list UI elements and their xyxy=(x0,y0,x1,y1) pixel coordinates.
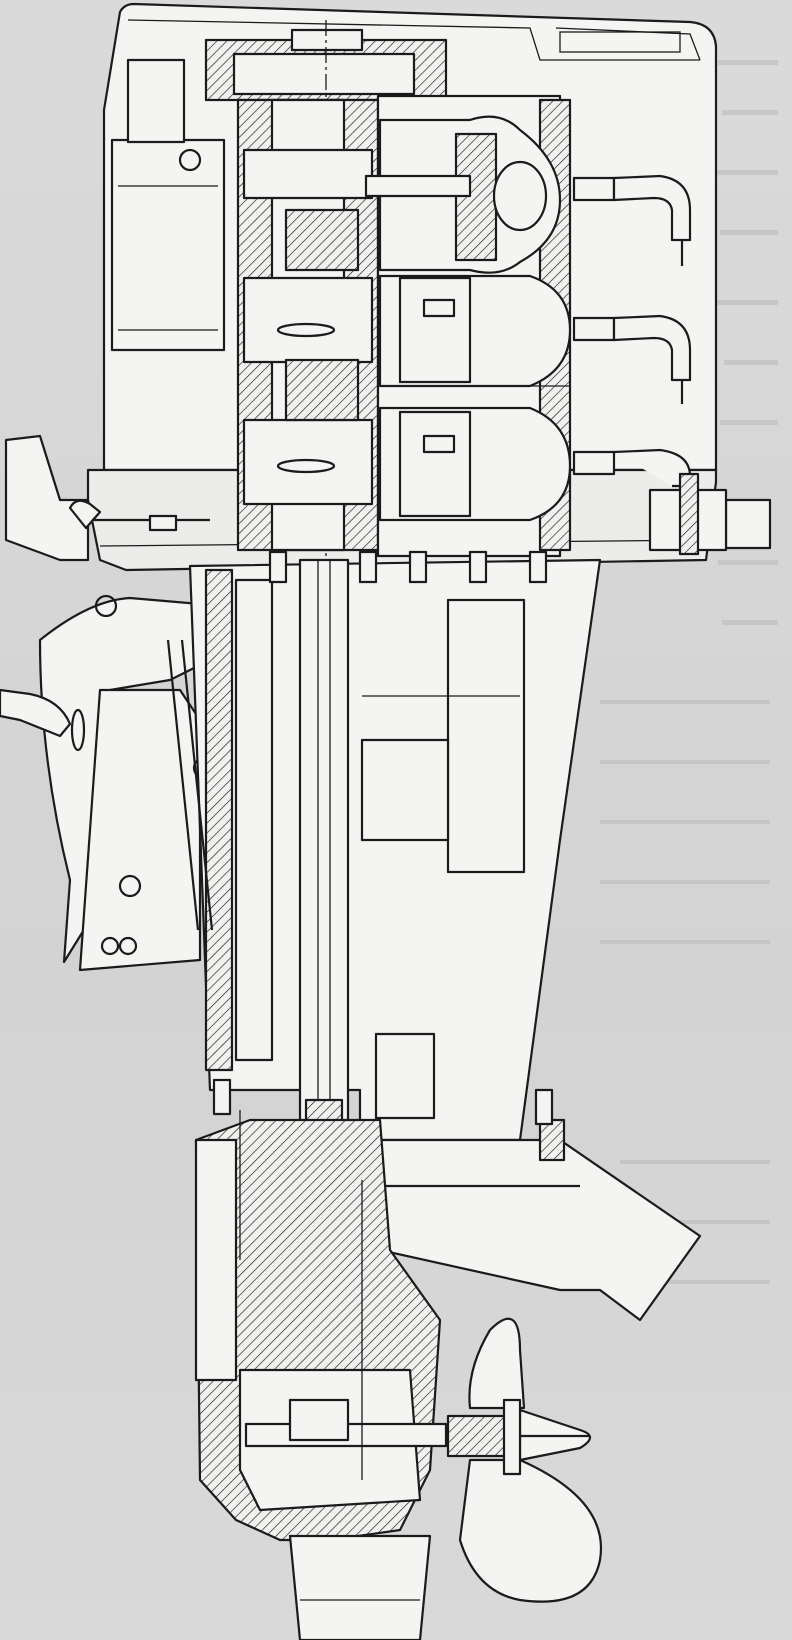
cylinder-top xyxy=(364,115,562,274)
flywheel-starter xyxy=(204,20,448,1560)
propeller xyxy=(458,1317,603,1603)
skeg xyxy=(288,1534,432,1640)
background-page-texture xyxy=(600,60,778,1284)
transom-clamp-bracket xyxy=(0,594,216,972)
rear-mount xyxy=(648,472,772,556)
exhaust-housing xyxy=(188,558,602,1142)
crankshaft xyxy=(242,148,374,506)
engine-base-bolts xyxy=(212,550,554,1126)
ignition-module xyxy=(110,58,226,352)
cylinder-bottom xyxy=(378,406,572,522)
spark-plug-cap-middle xyxy=(572,314,692,404)
anti-cavitation-plate xyxy=(358,1118,702,1322)
shift-linkage xyxy=(166,639,363,1480)
gearcase xyxy=(194,1118,520,1542)
cylinder-middle xyxy=(378,274,572,388)
tiller-handle xyxy=(4,434,210,562)
spark-plug-cap-top xyxy=(572,174,692,266)
